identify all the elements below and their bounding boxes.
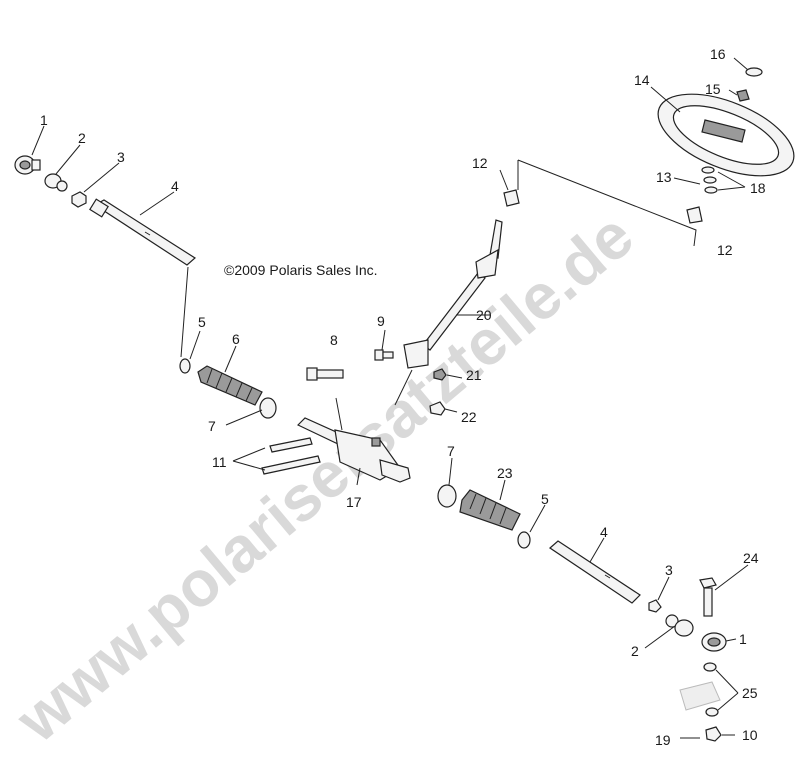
jam-nut-right [665, 614, 694, 637]
steering-shaft [394, 219, 503, 406]
nut-21 [433, 368, 447, 381]
bushing-12-upper [503, 189, 520, 207]
callout-4-right: 4 [600, 524, 608, 540]
leader-4-5 [180, 266, 189, 358]
callout-16: 16 [710, 46, 726, 62]
mount-bolts-11 [261, 437, 321, 475]
callout-23: 23 [497, 465, 513, 481]
bolt-24 [699, 577, 717, 617]
callout-12-upper: 12 [472, 155, 488, 171]
inner-tie-rod-left [89, 198, 196, 266]
callout-9: 9 [377, 313, 385, 329]
washers-25 [703, 662, 719, 717]
callout-2-right: 2 [631, 643, 639, 659]
callout-8: 8 [330, 332, 338, 348]
callout-19: 19 [655, 732, 671, 748]
callout-25: 25 [742, 685, 758, 701]
callout-14: 14 [634, 72, 650, 88]
inner-tie-rod-right [549, 540, 641, 604]
callout-3: 3 [117, 149, 125, 165]
nut-15 [736, 89, 750, 102]
bolt-9 [374, 349, 394, 361]
callout-11: 11 [212, 454, 227, 470]
callout-7: 7 [208, 418, 216, 434]
spindle-ghost [679, 681, 721, 711]
leader-8 [335, 397, 343, 431]
callout-1-right: 1 [739, 631, 747, 647]
callout-1: 1 [40, 112, 48, 128]
clamp-5-right [517, 531, 531, 549]
callout-22: 22 [461, 409, 477, 425]
callout-21: 21 [466, 367, 482, 383]
callout-2: 2 [78, 130, 86, 146]
bellows-boot-left [197, 365, 263, 406]
leader-lines [31, 57, 749, 736]
tie-rod-end-left [14, 155, 41, 175]
callout-6: 6 [232, 331, 240, 347]
watermark: www.polarisersatzteile.de [2, 199, 647, 756]
nut-10 [705, 726, 722, 742]
hex-nut-right [648, 599, 662, 613]
bushing-12-lower [686, 206, 703, 224]
callout-5-right: 5 [541, 491, 549, 507]
callout-24: 24 [743, 550, 759, 566]
callout-5: 5 [198, 314, 206, 330]
bellows-boot-right [459, 489, 521, 531]
callout-labels: 1 2 3 4 5 6 7 8 9 11 12 12 13 14 15 16 1… [40, 46, 766, 748]
washers-18 [701, 166, 718, 194]
copyright-text: ©2009 Polaris Sales Inc. [224, 262, 378, 278]
steering-wheel [657, 93, 795, 177]
clamp-7-left [259, 397, 277, 419]
callout-4: 4 [171, 178, 179, 194]
callout-7-right: 7 [447, 443, 455, 459]
leader-12-bracket [517, 159, 697, 247]
bolt-8 [306, 367, 344, 381]
callout-15: 15 [705, 81, 721, 97]
callout-10: 10 [742, 727, 758, 743]
callout-12-lower: 12 [717, 242, 733, 258]
nut-22 [429, 401, 446, 416]
clamp-7-right [437, 484, 457, 508]
callout-13: 13 [656, 169, 672, 185]
tie-rod-end-right [701, 632, 727, 652]
callout-20: 20 [476, 307, 492, 323]
hex-nut-left [71, 191, 87, 208]
callout-17: 17 [346, 494, 362, 510]
callout-18: 18 [750, 180, 766, 196]
washer-16 [745, 67, 763, 77]
jam-nut-left [44, 173, 68, 192]
steering-rack-housing [296, 417, 411, 483]
callout-3-right: 3 [665, 562, 673, 578]
clamp-5-left [179, 358, 191, 374]
